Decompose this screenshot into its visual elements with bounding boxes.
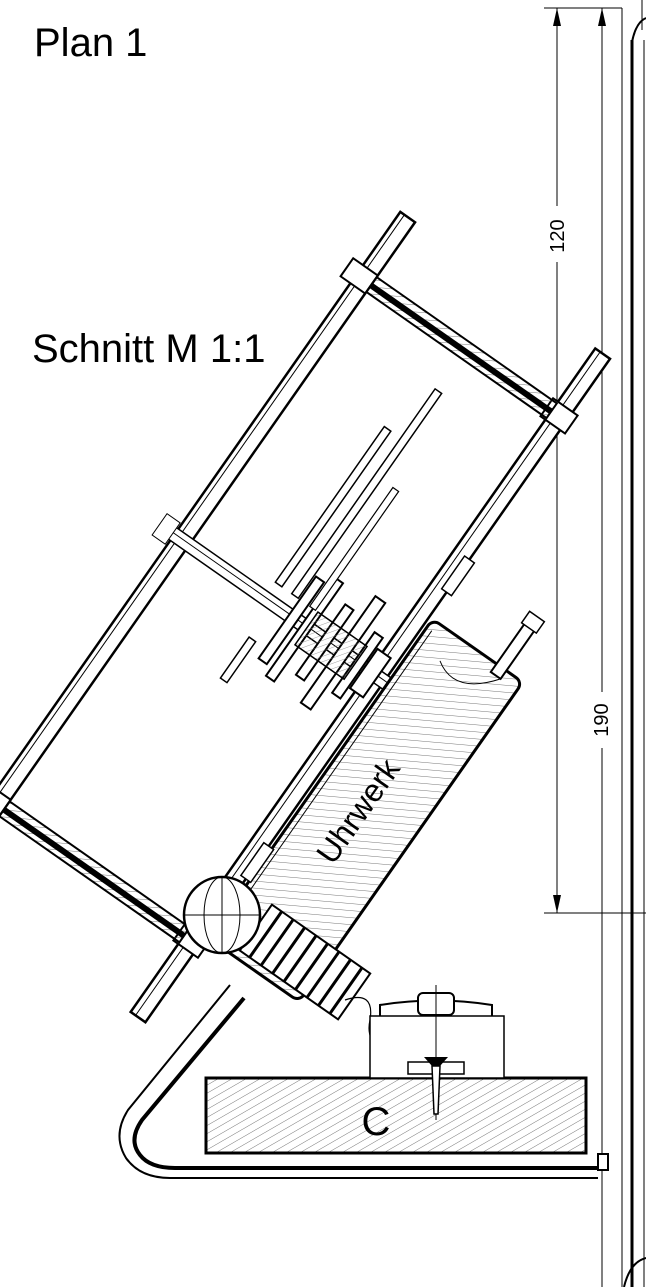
wall <box>621 0 646 1287</box>
clockwork-box <box>210 620 522 1001</box>
center-shaft <box>151 513 393 711</box>
front-plate <box>0 210 417 888</box>
section-label: Schnitt M 1:1 <box>32 327 265 371</box>
dimension-120: 120 <box>547 219 569 252</box>
base-block: C <box>204 1076 588 1155</box>
plan-title: Plan 1 <box>34 21 147 65</box>
spring-coil <box>238 903 372 1021</box>
clock-hands <box>219 387 443 684</box>
dimension-190: 190 <box>591 703 613 736</box>
stand-bracket <box>118 984 609 1179</box>
ball-knob <box>182 875 262 955</box>
dimension-lines <box>544 7 646 1287</box>
screw-mount <box>369 985 505 1120</box>
clock-assembly: Uhrwerk <box>0 210 612 1025</box>
base-label: C <box>362 1100 391 1144</box>
